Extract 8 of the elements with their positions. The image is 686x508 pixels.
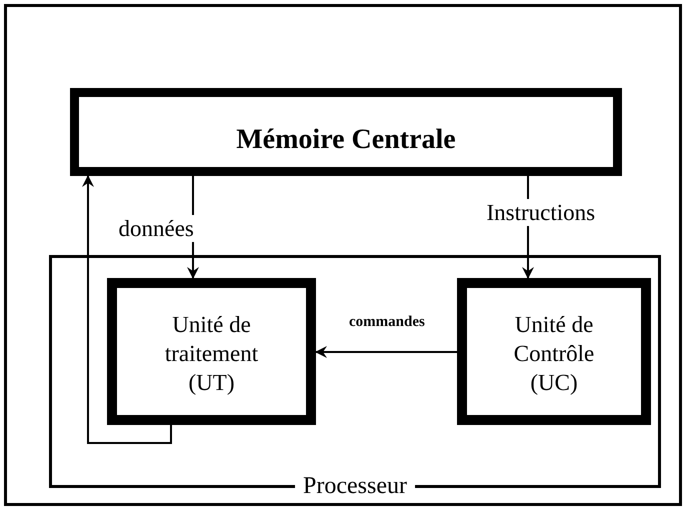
arrow xyxy=(315,346,457,358)
node-label: Unité de traitement (UT) xyxy=(164,311,260,397)
node-label: Unité de Contrôle (UC) xyxy=(512,311,596,397)
arrow xyxy=(82,175,172,444)
node-label: Mémoire Centrale xyxy=(235,122,457,156)
control-unit-box xyxy=(457,278,651,425)
processing-unit-box xyxy=(107,278,316,425)
memory-box xyxy=(70,88,622,176)
